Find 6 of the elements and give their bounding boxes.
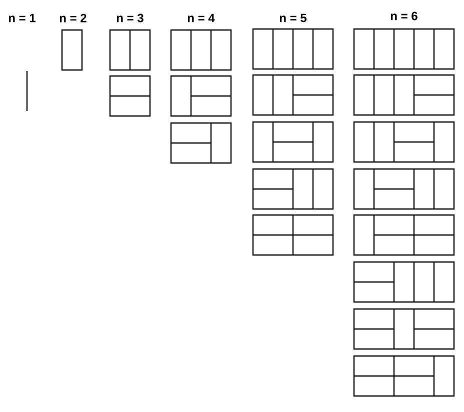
column-heading: n = 3 (116, 14, 144, 22)
column-heading: n = 2 (60, 14, 86, 22)
column-heading: n = 6 (390, 12, 418, 20)
column-heading: n = 4 (188, 14, 215, 22)
column-heading: n = 5 (280, 14, 306, 22)
column-heading: n = 1 (8, 14, 36, 22)
